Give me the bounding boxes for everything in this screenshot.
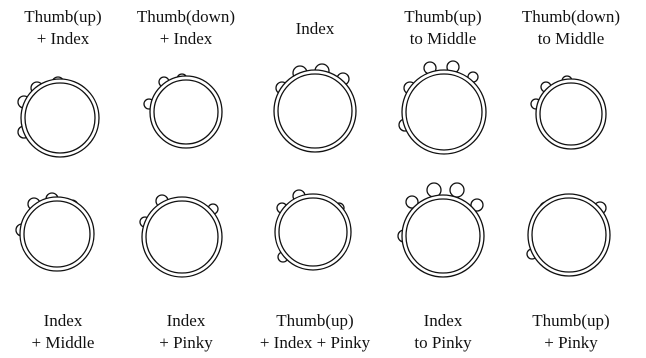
ring-outline [275, 190, 351, 270]
ring-outline [399, 61, 486, 154]
ring-outline [16, 193, 94, 271]
ring-outline [531, 76, 606, 149]
ring-outline [18, 77, 99, 157]
ring-outline [144, 74, 222, 148]
ring-outline [140, 195, 222, 277]
ring-outline [527, 194, 610, 276]
ring-outline [398, 183, 484, 277]
ring-outline [274, 64, 356, 152]
